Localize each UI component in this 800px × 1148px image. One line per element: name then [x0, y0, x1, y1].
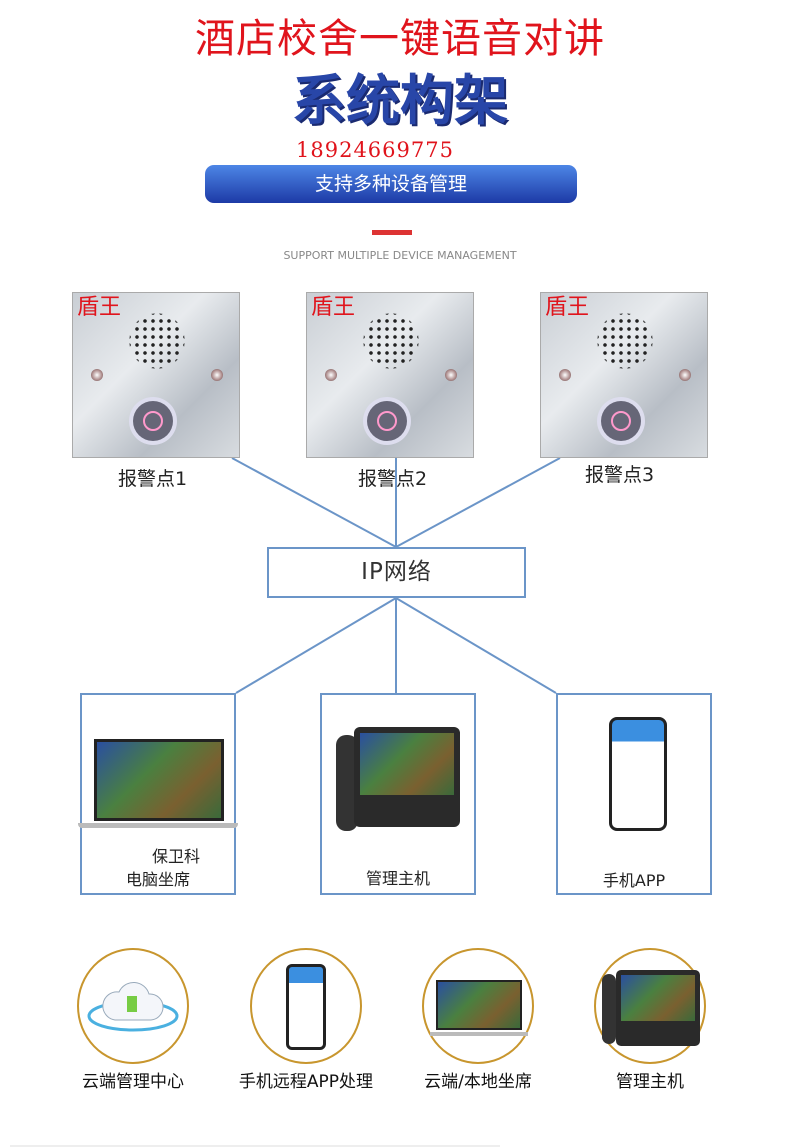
feature-app-circle: [250, 948, 362, 1064]
desk-phone-icon: [616, 970, 700, 1046]
desk-phone-icon: [354, 727, 460, 827]
footer-divider: [10, 1145, 500, 1147]
page-subtitle: 系统构架: [292, 69, 508, 132]
link-alarm3: [395, 457, 561, 548]
device-pc-box: 保卫科 电脑坐席: [78, 693, 238, 895]
phone-number: 18924669775: [296, 138, 454, 162]
device-host-label: 管理主机: [365, 869, 430, 888]
laptop-icon: [436, 980, 522, 1030]
device-host-box: 管理主机: [320, 693, 476, 895]
ip-network-box: IP网络: [267, 547, 526, 598]
smartphone-icon: [286, 964, 326, 1050]
call-button-icon: [367, 401, 407, 441]
feature-seat-label: 云端/本地坐席: [424, 1072, 532, 1092]
divider: [372, 230, 412, 235]
feature-app-label: 手机远程APP处理: [238, 1072, 374, 1092]
led-icon: [679, 369, 691, 381]
link-pc: [235, 597, 397, 694]
device-pc-label-2: 电脑坐席: [125, 870, 190, 889]
alarm-label-1: 报警点1: [118, 468, 188, 490]
link-alarm1: [231, 457, 397, 548]
link-app: [395, 597, 557, 694]
banner: 支持多种设备管理: [205, 165, 577, 203]
device-pc-label-1: 保卫科: [151, 847, 200, 866]
brand-logo: 盾王: [77, 295, 122, 320]
feature-host-label: 管理主机: [616, 1072, 684, 1092]
call-button-icon: [133, 401, 173, 441]
led-icon: [91, 369, 103, 381]
speaker-grille-icon: [359, 309, 423, 373]
feature-host-circle: [594, 948, 706, 1064]
alarm-panel-2: 盾王: [306, 292, 474, 458]
led-icon: [445, 369, 457, 381]
alarm-label-2: 报警点2: [358, 468, 428, 490]
english-caption: SUPPORT MULTIPLE DEVICE MANAGEMENT: [283, 249, 517, 262]
device-app-label: 手机APP: [602, 871, 666, 890]
page-title: 酒店校舍一键语音对讲: [195, 16, 605, 62]
brand-logo: 盾王: [545, 295, 590, 320]
led-icon: [211, 369, 223, 381]
speaker-grille-icon: [593, 309, 657, 373]
brand-logo: 盾王: [311, 295, 356, 320]
alarm-panel-3: 盾王: [540, 292, 708, 458]
call-button-icon: [601, 401, 641, 441]
alarm-panel-1: 盾王: [72, 292, 240, 458]
led-icon: [325, 369, 337, 381]
handset-icon: [336, 735, 358, 831]
feature-seat-circle: [422, 948, 534, 1064]
device-app-box: 手机APP: [556, 693, 712, 895]
speaker-grille-icon: [125, 309, 189, 373]
alarm-label-3: 报警点3: [585, 464, 655, 486]
laptop-base: [78, 823, 238, 828]
feature-cloud-label: 云端管理中心: [82, 1072, 184, 1092]
laptop-icon: [94, 739, 224, 821]
laptop-base: [430, 1032, 528, 1036]
cloud-icon: [87, 982, 179, 1032]
feature-cloud-circle: [77, 948, 189, 1064]
smartphone-icon: [609, 717, 667, 831]
led-icon: [559, 369, 571, 381]
handset-icon: [602, 974, 616, 1044]
